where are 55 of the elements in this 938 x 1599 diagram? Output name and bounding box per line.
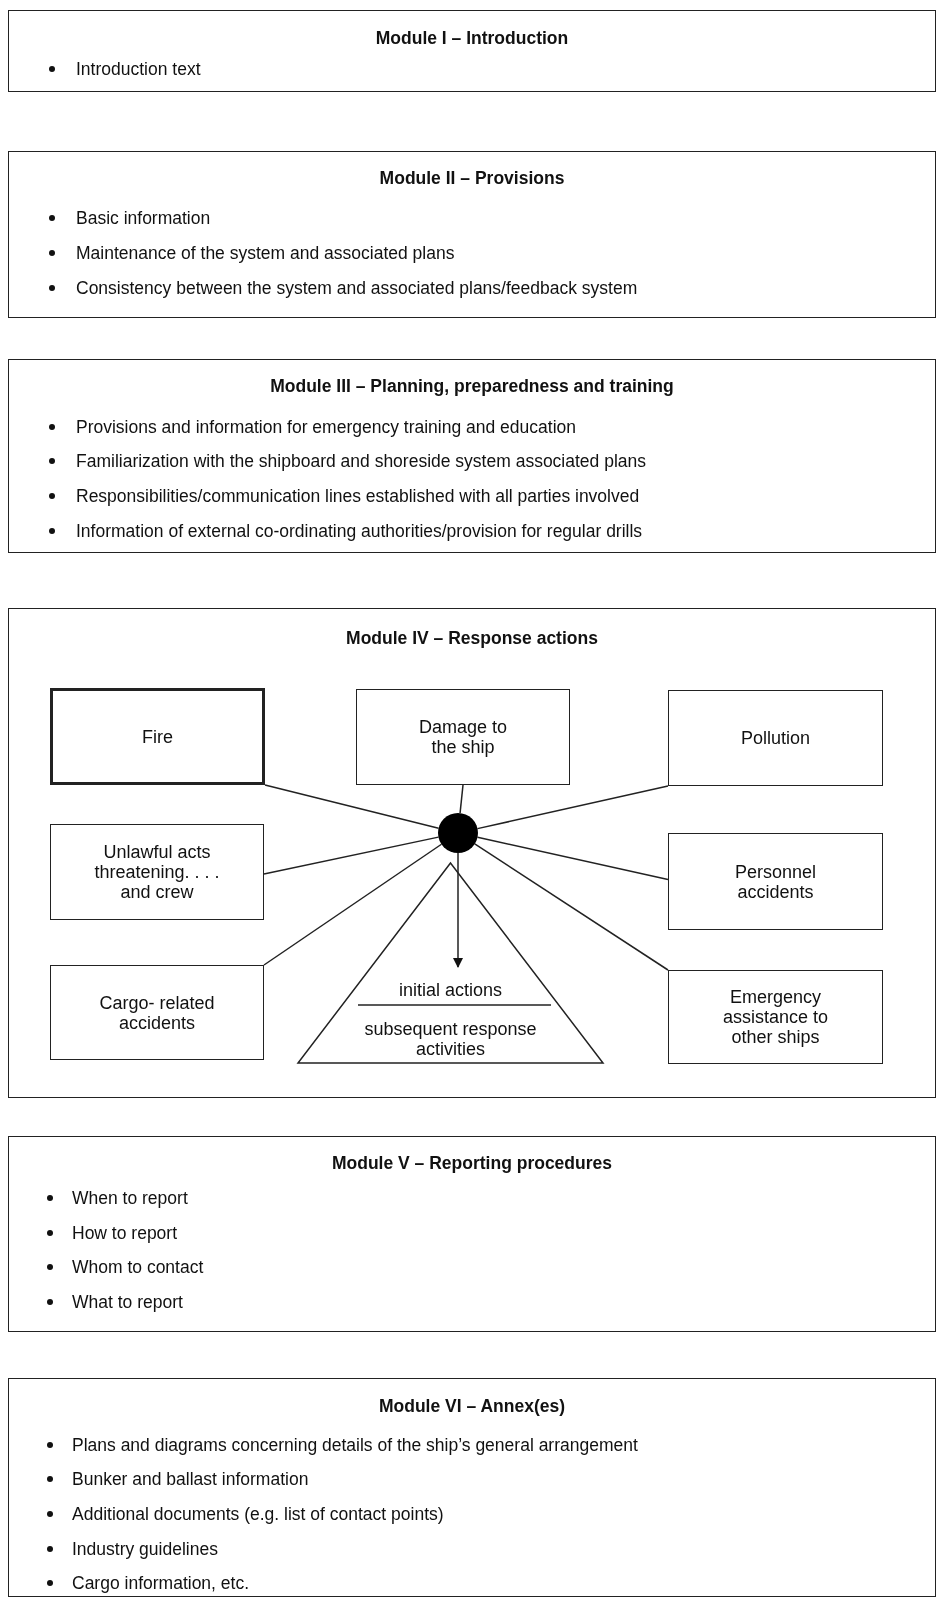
bullet-text: Introduction text [76, 59, 201, 79]
connector-line [474, 843, 669, 971]
bullet-text: Familiarization with the shipboard and shoreside system associated plans [76, 451, 646, 471]
module-panel [8, 608, 936, 1098]
connector-line [263, 836, 440, 875]
hub-circle [438, 813, 478, 853]
connector-line [264, 784, 440, 829]
bullet-text: Information of external co-ordinating authorities/provision for regular drills [76, 521, 643, 541]
module-heading: Module I – Introduction [374, 28, 570, 48]
box-label: Cargo- related accidents [98, 992, 216, 1033]
bullet-text: Basic information [76, 208, 211, 228]
triangle-label: subsequent response activities [363, 1019, 538, 1059]
arrow [453, 852, 463, 968]
module-heading: Module IV – Response actions [345, 628, 599, 648]
connector-line [476, 836, 669, 881]
triangle-label: initial actions [397, 980, 504, 1000]
category-box [668, 690, 883, 786]
category-box [50, 824, 264, 920]
module-panel [8, 10, 936, 92]
box-label: Unlawful acts threatening. . . . and crew [93, 842, 221, 902]
category-box [668, 833, 883, 930]
box-label: Pollution [740, 728, 810, 748]
bullet-text: Whom to contact [72, 1257, 204, 1277]
box-label: Personnel accidents [733, 861, 818, 902]
triangle-shape [297, 862, 604, 1064]
module-heading: Module V – Reporting procedures [330, 1153, 613, 1173]
bullet-text: Cargo information, etc. [72, 1573, 250, 1593]
bullet-text: How to report [72, 1223, 178, 1243]
bullet-text: Industry guidelines [72, 1539, 218, 1559]
box-label: Emergency assistance to other ships [721, 987, 830, 1047]
bullet-text: When to report [72, 1188, 188, 1208]
box-label: Damage to the ship [417, 717, 509, 757]
category-box [50, 688, 265, 785]
bullet-text: Provisions and information for emergency training and education [76, 417, 576, 437]
bullet-text: Plans and diagrams concerning details of the ship’s general arrangement [72, 1435, 638, 1455]
connector-line [476, 785, 669, 830]
category-box [668, 970, 883, 1064]
bullet-text: Responsibilities/communication lines established with all parties involved [76, 486, 640, 506]
bullet-text: What to report [72, 1292, 183, 1312]
category-box [50, 965, 264, 1060]
module-heading: Module II – Provisions [378, 168, 566, 188]
box-label: Fire [142, 726, 173, 747]
category-box [356, 689, 570, 785]
bullet-text: Consistency between the system and associated plans/feedback system [76, 278, 638, 298]
module-heading: Module III – Planning, preparedness and training [269, 376, 675, 396]
connector-line [459, 784, 464, 814]
module-panel [8, 151, 936, 318]
module-heading: Module VI – Annex(es) [377, 1396, 567, 1416]
connector-line [263, 843, 443, 966]
bullet-text: Maintenance of the system and associated plans [76, 243, 455, 263]
bullet-text: Bunker and ballast information [72, 1469, 309, 1489]
module-panel [8, 359, 936, 553]
module-panel [8, 1136, 936, 1332]
module-panel [8, 1378, 936, 1597]
bullet-text: Additional documents (e.g. list of contact points) [72, 1504, 444, 1524]
